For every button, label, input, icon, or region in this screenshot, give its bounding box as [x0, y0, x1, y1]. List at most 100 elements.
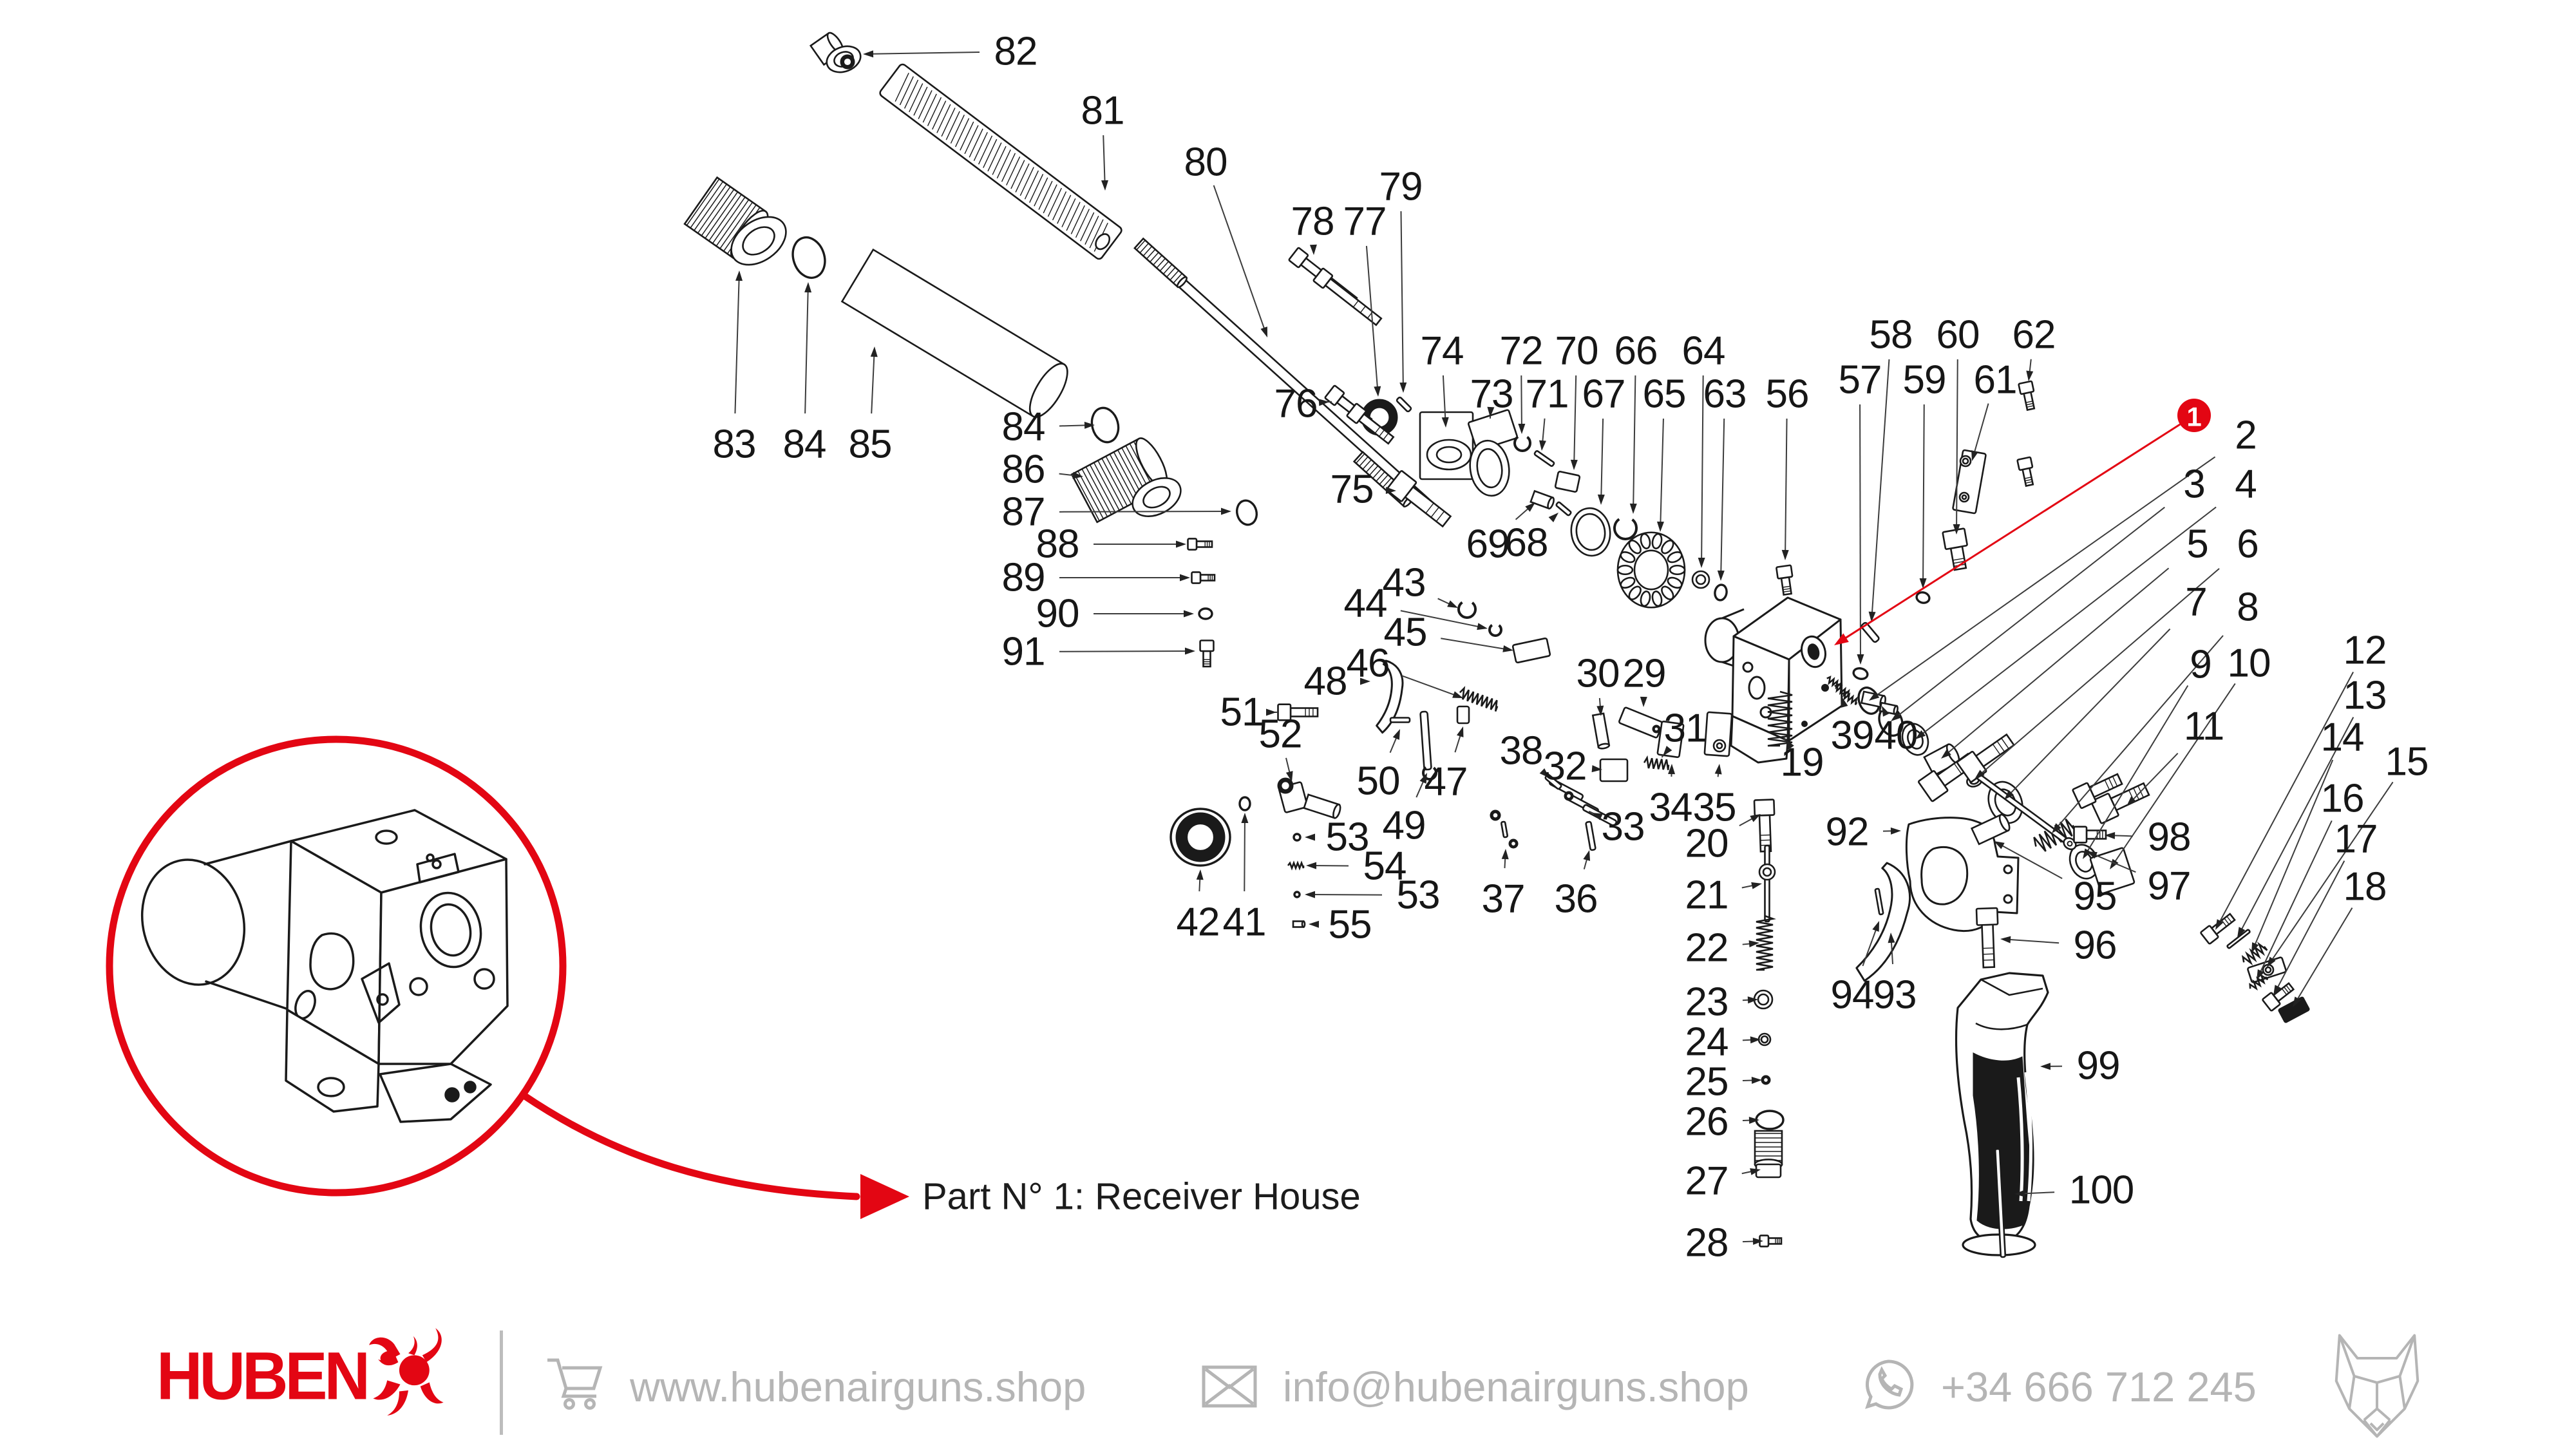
part-number-label: 71: [1526, 372, 1569, 417]
part-number-label: 98: [2148, 815, 2191, 860]
part-screw: [2016, 456, 2034, 488]
leader-line: [2128, 752, 2179, 804]
receiver-inset-art: [140, 809, 509, 1123]
part-spring: [1459, 686, 1499, 712]
part-oring: [1238, 796, 1251, 811]
leader-lines-layer: [734, 50, 2394, 1245]
part-screw: [1199, 639, 1215, 668]
leader-line: [1103, 135, 1106, 187]
part-number-label: 31: [1664, 706, 1707, 751]
leader-arrowhead: [2105, 831, 2116, 839]
part-cylinder: [1530, 489, 1555, 510]
part-number-label: 83: [713, 422, 756, 467]
leader-arrowhead: [1360, 677, 1370, 685]
leader-arrowhead: [1975, 770, 1985, 779]
part-number-label: 37: [1482, 877, 1525, 922]
leader-line: [1633, 375, 1636, 511]
part-number-label: 95: [2074, 875, 2117, 919]
part-spring: [1756, 914, 1777, 971]
leader-arrowhead: [1750, 814, 1761, 822]
part-number-label: 47: [1425, 760, 1468, 804]
brand-text: HUBEN: [156, 1338, 370, 1414]
part-number-label: 65: [1643, 372, 1686, 417]
leader-line: [1520, 375, 1522, 431]
part-knob: [840, 54, 855, 70]
leader-line: [1365, 245, 1379, 393]
leader-arrowhead: [735, 270, 743, 281]
annotation-text: Part N° 1: Receiver House: [922, 1176, 1361, 1218]
part-top-rail: [879, 63, 1122, 260]
part-number-label: 27: [1685, 1159, 1728, 1204]
leader-line: [1922, 404, 1925, 585]
leader-arrowhead: [1456, 726, 1464, 737]
part-number-label: 84: [783, 422, 826, 467]
leader-arrowhead: [1525, 502, 1535, 512]
leader-arrowhead: [870, 346, 878, 357]
part-number-label: 8: [2237, 585, 2258, 630]
leader-arrowhead: [1072, 471, 1083, 479]
leader-arrowhead: [1374, 386, 1381, 397]
part-number-label: 32: [1544, 744, 1587, 789]
leader-arrowhead: [2052, 823, 2061, 833]
leader-arrowhead: [1941, 749, 1951, 759]
leader-arrowhead: [1668, 764, 1676, 775]
part-number-label: 88: [1036, 522, 1079, 567]
part-number-label: 70: [1555, 329, 1598, 374]
leader-arrowhead: [1309, 920, 1320, 928]
part-clip: [1422, 766, 1437, 781]
leader-arrowhead: [1714, 764, 1722, 775]
leader-arrowhead: [1385, 487, 1396, 495]
leader-arrowhead: [1752, 1238, 1763, 1245]
part-block: [1511, 637, 1551, 664]
leader-arrowhead: [1750, 1168, 1761, 1175]
leader-line: [2090, 852, 2136, 873]
part-number-label: 45: [1384, 611, 1427, 655]
leader-arrowhead: [1266, 708, 1276, 716]
part-number-label: 53: [1397, 873, 1440, 918]
part-pin: [2226, 929, 2251, 949]
leader-arrowhead: [1392, 729, 1400, 740]
leader-line: [1660, 418, 1664, 529]
leader-arrowhead: [1539, 768, 1549, 778]
leader-arrowhead: [1539, 440, 1546, 451]
leader-arrowhead: [1305, 833, 1315, 841]
leader-line: [1441, 638, 1510, 651]
leader-line: [1701, 375, 1704, 565]
leader-arrowhead: [1419, 773, 1427, 784]
part-cylinder: [1292, 920, 1306, 928]
leader-arrowhead: [1184, 610, 1194, 618]
part-number-label: 26: [1685, 1100, 1728, 1144]
part-number-label: 24: [1685, 1020, 1728, 1065]
part-pin: [1555, 501, 1572, 516]
part-number-label: 29: [1623, 652, 1666, 696]
leader-arrowhead: [1750, 1036, 1761, 1044]
part-bushing: [1469, 439, 1510, 497]
part-number-label: 62: [2012, 313, 2056, 357]
part-number-label: 60: [1937, 313, 1980, 357]
part-number-label: 94: [1831, 973, 1874, 1018]
leader-arrowhead: [1629, 503, 1637, 514]
leader-line: [866, 51, 980, 55]
leader-arrowhead: [1890, 827, 1901, 835]
leader-arrowhead: [2126, 796, 2137, 806]
part-pin: [1389, 717, 1411, 723]
part-number-label: 44: [1344, 582, 1387, 626]
leader-arrowhead: [1502, 645, 1513, 652]
leader-arrowhead: [1306, 862, 1317, 869]
part-bushing: [730, 216, 787, 266]
leader-arrowhead: [1477, 623, 1488, 630]
part-block: [1554, 471, 1581, 493]
leader-arrowhead: [1309, 244, 1317, 255]
leader-arrowhead: [1834, 633, 1849, 645]
part-washer: [1758, 863, 1776, 881]
leader-arrowhead: [1717, 570, 1725, 581]
leader-arrowhead: [1548, 513, 1558, 522]
leader-line: [1785, 418, 1788, 557]
part-number-label: 53: [1326, 815, 1369, 860]
leader-line: [1244, 816, 1245, 892]
part-number-label: 6: [2237, 522, 2258, 567]
leader-arrowhead: [1971, 450, 1978, 461]
leader-arrowhead: [1751, 882, 1762, 889]
part-bushing: [1426, 439, 1472, 471]
part-number-label: 74: [1421, 329, 1464, 374]
